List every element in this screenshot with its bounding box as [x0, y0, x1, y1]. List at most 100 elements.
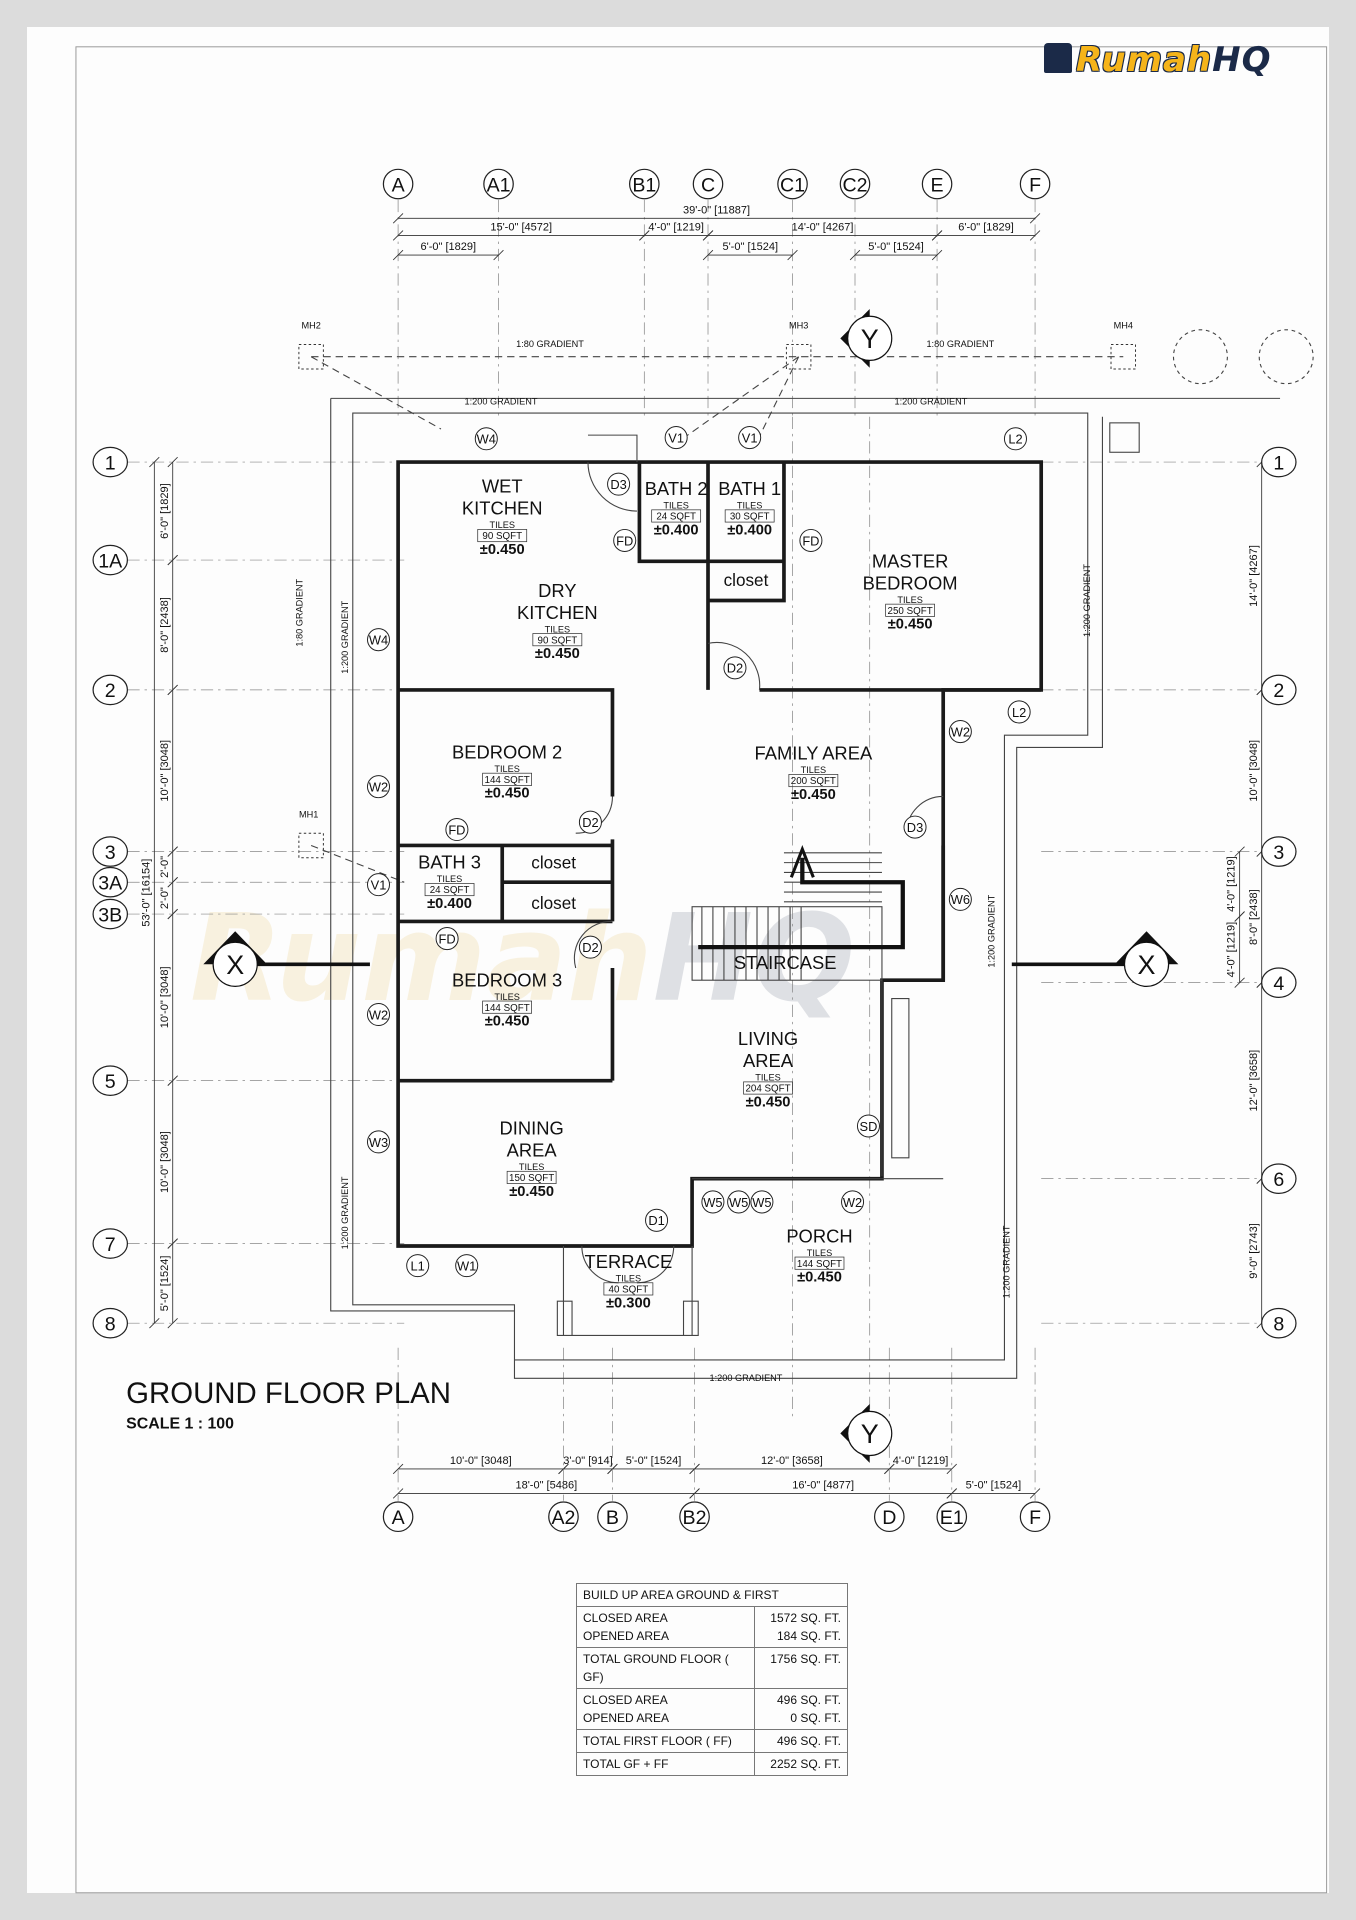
- dimension-lines: 39'-0" [11887]15'-0" [4572]4'-0" [1219]1…: [140, 204, 1267, 1499]
- tag-bubble: [406, 1254, 430, 1278]
- room-finish: TILES: [494, 992, 520, 1002]
- grid-bubble: [92, 898, 129, 930]
- room-name: BATH 3: [418, 852, 481, 873]
- grid-bubble: [936, 1501, 968, 1533]
- dimension-text: 10'-0" [3048]: [1248, 740, 1260, 802]
- room-area: 144 SQFT: [485, 1003, 530, 1014]
- room-finish: TILES: [801, 765, 827, 775]
- room-area-box: [724, 509, 775, 523]
- grid-bubble: [548, 1501, 579, 1533]
- grid-label: 4: [1273, 973, 1284, 995]
- dimension-tick: [558, 1463, 569, 1475]
- opening-tag: D1: [648, 1213, 664, 1228]
- row-value: 1756 SQ. FT.: [754, 1647, 848, 1689]
- room-level: ±0.300: [606, 1295, 651, 1311]
- tag-bubble: [948, 720, 972, 744]
- grid-label: B: [606, 1507, 619, 1529]
- septic-tank-icon: [1172, 329, 1228, 385]
- dimension-text: 8'-0" [2438]: [1248, 889, 1260, 945]
- room-name: BATH 1: [718, 478, 781, 499]
- dimension-text: 14'-0" [4267]: [1248, 545, 1260, 607]
- row-value: 496 SQ. FT.: [754, 1729, 848, 1753]
- tag-bubble: [727, 1190, 751, 1214]
- grid-label: B2: [683, 1507, 707, 1529]
- manhole-icon: [298, 343, 324, 370]
- grid-label: C1: [780, 174, 805, 196]
- grid-label: 7: [105, 1234, 116, 1256]
- tag-bubble: [948, 887, 972, 911]
- room-name: KITCHEN: [517, 602, 598, 623]
- opening-tag: W3: [369, 1135, 388, 1150]
- room-name: DINING: [499, 1118, 563, 1139]
- watermark: RumahHQ: [190, 890, 856, 1029]
- room-area: 144 SQFT: [797, 1259, 842, 1270]
- manhole-label: MH1: [299, 809, 318, 819]
- dimension-tick: [392, 213, 404, 224]
- terrace-outline: [556, 980, 944, 1336]
- room-level: ±0.450: [746, 1094, 791, 1110]
- table-header: BUILD UP AREA GROUND & FIRST: [576, 1583, 848, 1607]
- grid-label: B1: [632, 174, 656, 196]
- dimension-text: 6'-0" [1829]: [159, 483, 171, 539]
- room-area: 40 SQFT: [609, 1285, 649, 1296]
- tag-bubble: [1007, 700, 1031, 724]
- gradient-label: 1:80 GRADIENT: [295, 578, 305, 646]
- room-name: LIVING: [738, 1028, 798, 1049]
- dimension-tick: [639, 230, 650, 241]
- dimension-text: 2'-0": [159, 887, 171, 909]
- dimension-text: 4'-0" [1219]: [648, 222, 704, 234]
- row-label: CLOSED AREA: [583, 1693, 668, 1707]
- room-finish: TILES: [755, 1073, 781, 1083]
- septic-tank-icon: [1258, 329, 1314, 385]
- dimension-text: 15'-0" [4572]: [490, 222, 552, 234]
- room-name: BEDROOM: [863, 572, 958, 593]
- grid-bubble: [92, 1307, 129, 1339]
- grid-label: 1: [1273, 452, 1284, 474]
- room-finish: TILES: [897, 595, 923, 605]
- grid-label: A1: [487, 174, 511, 196]
- dimension-text: 8'-0" [2438]: [159, 597, 171, 653]
- grid-label: C2: [842, 174, 867, 196]
- room-area: 24 SQFT: [430, 885, 470, 896]
- dimension-tick: [849, 249, 861, 261]
- room-level: ±0.400: [654, 522, 699, 538]
- grid-bubble: [1261, 446, 1297, 478]
- opening-tag: V1: [668, 430, 684, 445]
- dimension-tick: [1234, 977, 1245, 988]
- opening-tag: D2: [582, 815, 598, 830]
- row-value: 496 SQ. FT.: [776, 1693, 841, 1707]
- grid-label: A: [392, 174, 406, 196]
- row-value: 1572 SQ. FT.: [770, 1611, 841, 1625]
- dimension-tick: [931, 230, 943, 241]
- row-label: CLOSED AREA: [583, 1611, 668, 1625]
- dimension-text: 12'-0" [3658]: [761, 1455, 823, 1467]
- manhole-label: MH3: [789, 321, 808, 331]
- room-name: TERRACE: [585, 1251, 673, 1272]
- room-level: ±0.450: [535, 646, 580, 662]
- grid-label: F: [1029, 174, 1041, 196]
- room-level: ±0.400: [427, 896, 472, 912]
- opening-tag: V1: [371, 878, 387, 893]
- room-area: 90 SQFT: [538, 635, 578, 646]
- dimension-text: 3'-0" [914]: [563, 1455, 613, 1467]
- grid-label: E: [931, 174, 944, 196]
- dimension-tick: [167, 684, 178, 696]
- grid-bubble: [629, 168, 660, 200]
- dimension-tick: [167, 846, 178, 857]
- room-area-box: [482, 772, 532, 786]
- room-area: 144 SQFT: [485, 775, 530, 786]
- section-marker: [847, 1410, 893, 1457]
- tag-bubble: [474, 427, 498, 451]
- dimension-tick: [167, 1317, 178, 1329]
- room-name: MASTER: [872, 550, 949, 571]
- opening-tag: D3: [610, 477, 626, 492]
- dimension-tick: [167, 877, 178, 888]
